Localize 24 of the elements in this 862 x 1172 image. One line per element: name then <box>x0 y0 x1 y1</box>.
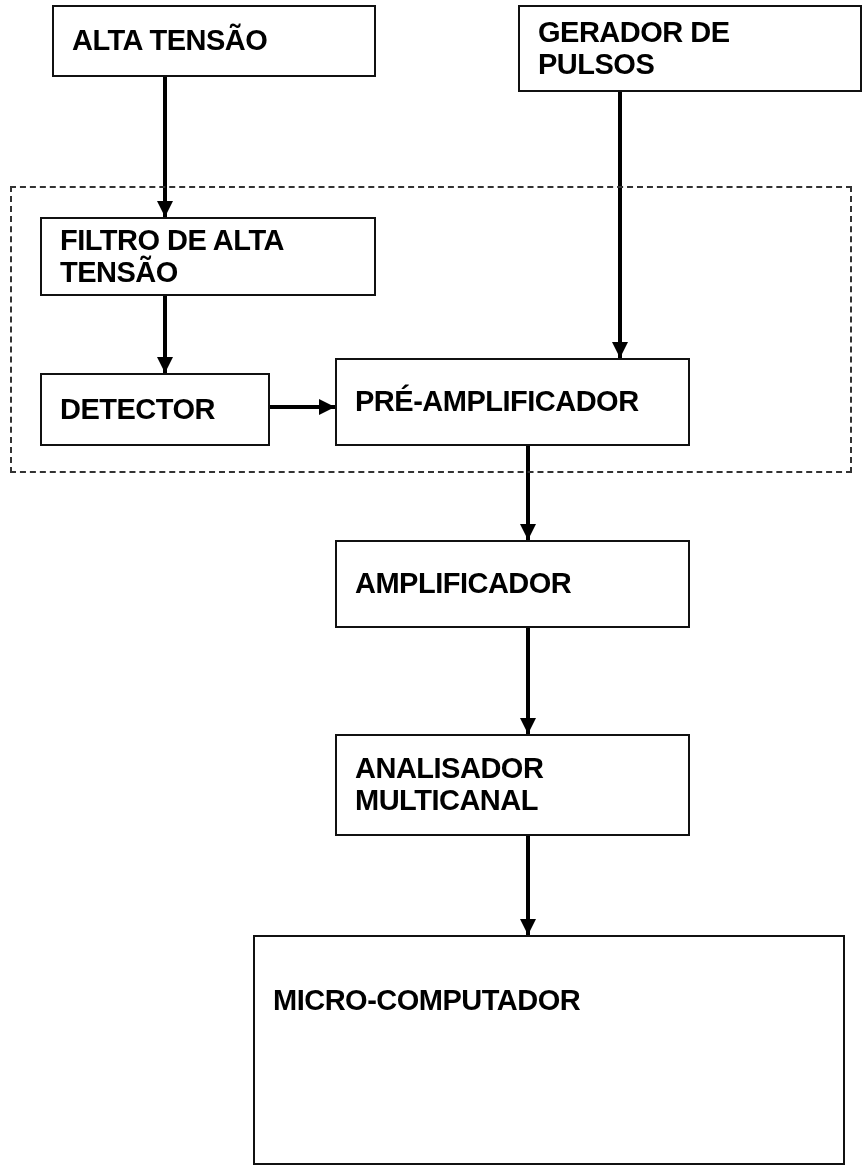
box-label: PRÉ-AMPLIFICADOR <box>355 386 640 418</box>
box-label: AMPLIFICADOR <box>355 568 573 600</box>
process-box <box>253 935 845 1165</box>
process-box <box>335 540 690 628</box>
process-box <box>52 5 376 77</box>
process-box <box>518 5 862 92</box>
arrow <box>520 628 536 734</box>
arrow <box>157 77 173 217</box>
arrow <box>520 836 536 935</box>
box-label: DETECTOR <box>60 393 216 426</box>
dashed-group-box <box>10 186 852 473</box>
process-box <box>40 373 270 446</box>
arrow <box>157 296 173 373</box>
arrow <box>612 92 628 358</box>
box-label: FILTRO DE ALTA TENSÃO <box>60 224 285 289</box>
box-label: ALTA TENSÃO <box>72 25 269 57</box>
process-box <box>335 734 690 836</box>
arrow <box>520 446 536 540</box>
box-label: GERADOR DE PULSOS <box>538 16 731 81</box>
process-box <box>335 358 690 446</box>
arrow <box>270 399 335 415</box>
box-label: ANALISADOR MULTICANAL <box>355 753 545 817</box>
box-label: MICRO-COMPUTADOR <box>273 985 582 1017</box>
process-box <box>40 217 376 296</box>
